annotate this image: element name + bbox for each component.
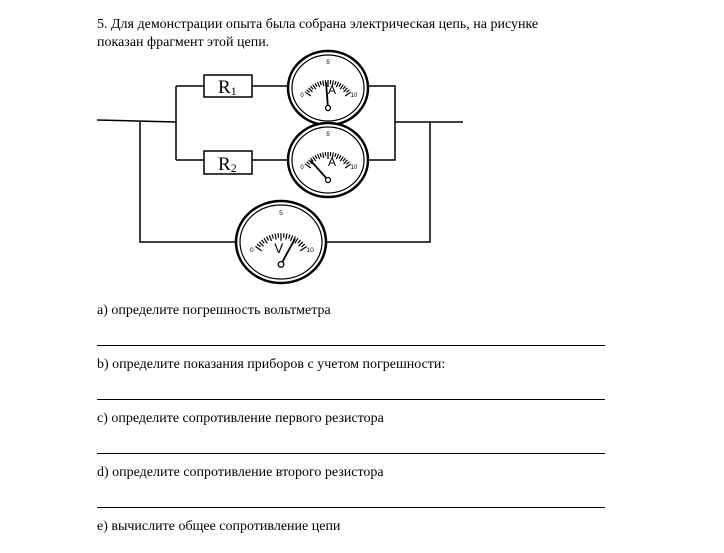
- scale-tick: [343, 159, 348, 165]
- scale-tick: [343, 87, 348, 93]
- scale-tick: [268, 235, 273, 242]
- scale-tick: [344, 91, 352, 97]
- scale-label-10: 10: [306, 247, 314, 254]
- scale-tick: [306, 89, 311, 93]
- resistor-label: R: [218, 77, 231, 98]
- answer-line-b[interactable]: [97, 399, 605, 400]
- meter-needle: [325, 82, 329, 109]
- meter-needle: [309, 160, 329, 181]
- scale-tick: [339, 84, 344, 90]
- scale-tick: [334, 152, 337, 158]
- resistor-r2: R2: [203, 150, 253, 175]
- scale-tick: [344, 163, 352, 169]
- scale-tick: [308, 87, 313, 93]
- scale-label-5: 5: [279, 210, 283, 217]
- scale-tick: [316, 153, 321, 160]
- resistor-r1: R1: [203, 74, 253, 98]
- scale-label-5: 5: [326, 132, 330, 138]
- scale-tick: [261, 239, 265, 244]
- scale-tick: [342, 85, 346, 90]
- answer-line-d[interactable]: [97, 507, 605, 508]
- needle-pivot: [324, 104, 332, 112]
- meter-inner-rim: [291, 126, 365, 194]
- scale-tick: [314, 154, 318, 159]
- scale-tick: [312, 84, 317, 90]
- scale-tick: [335, 153, 340, 160]
- question-c: c) определите сопротивление первого рези…: [97, 411, 384, 426]
- scale-tick: [331, 152, 334, 159]
- scale-tick: [314, 82, 318, 87]
- meter-needle: [280, 238, 296, 265]
- resistor-label: R: [218, 154, 231, 175]
- scale-tick: [288, 234, 291, 239]
- scale-tick: [312, 156, 317, 162]
- scale-tick: [285, 233, 288, 240]
- ammeter-2: 5 0 10 A: [286, 121, 370, 199]
- scale-tick: [345, 89, 350, 93]
- scale-tick: [265, 236, 270, 241]
- scale-label-10: 10: [351, 165, 358, 171]
- meter-unit-symbol: A: [328, 83, 336, 97]
- scale-label-0: 0: [300, 93, 304, 99]
- scale-label-5: 5: [326, 60, 330, 66]
- voltmeter: 5 0 10 V: [234, 199, 328, 285]
- scale-tick: [319, 152, 322, 158]
- scale-tick: [256, 243, 261, 248]
- scale-tick: [304, 163, 312, 169]
- scale-tick: [299, 245, 308, 252]
- scale-tick: [335, 81, 340, 88]
- scale-label-0: 0: [250, 247, 254, 254]
- scale-tick: [289, 235, 294, 242]
- scale-tick: [297, 239, 301, 244]
- scale-tick: [258, 241, 264, 247]
- answer-line-a[interactable]: [97, 345, 605, 346]
- task-text-line-1: 5. Для демонстрации опыта была собрана э…: [97, 17, 539, 32]
- scale-tick: [338, 154, 342, 159]
- scale-tick: [316, 81, 321, 88]
- meter-unit-symbol: A: [328, 155, 336, 169]
- circuit-wires: [96, 85, 463, 243]
- scale-tick: [298, 241, 304, 247]
- question-b: b) определите показания приборов с учето…: [97, 357, 446, 372]
- scale-tick: [322, 80, 325, 87]
- meter-inner-rim: [239, 204, 323, 280]
- scale-tick: [310, 157, 314, 162]
- scale-tick: [304, 91, 312, 97]
- svg-text:R1: R1: [218, 77, 237, 98]
- meter-outer-rim: [234, 199, 328, 285]
- scale-tick: [322, 152, 325, 159]
- scale-tick: [319, 80, 322, 86]
- task-text-line-2: показан фрагмент этой цепи.: [97, 35, 270, 50]
- meter-outer-rim: [286, 121, 370, 199]
- scale-tick: [301, 243, 306, 248]
- scale-label-0: 0: [300, 165, 304, 171]
- needle-pivot: [324, 176, 332, 184]
- scale-tick: [338, 82, 342, 87]
- scale-tick: [342, 157, 346, 162]
- meter-inner-rim: [291, 54, 365, 122]
- scale-tick: [310, 85, 314, 90]
- needle-pivot: [277, 260, 285, 268]
- scale-tick: [334, 80, 337, 86]
- scale-tick: [306, 161, 311, 165]
- svg-text:R2: R2: [218, 154, 237, 175]
- scale-tick: [274, 233, 277, 240]
- ammeter-1: 5 0 10 A: [286, 49, 370, 127]
- question-a: a) определите погрешность вольтметра: [97, 303, 331, 318]
- meter-unit-symbol: V: [274, 241, 283, 256]
- question-e: e) вычислите общее сопротивление цепи: [97, 519, 341, 534]
- scale-label-10: 10: [351, 93, 358, 99]
- resistor-subscript: 2: [231, 161, 237, 175]
- scale-tick: [339, 156, 344, 162]
- scale-tick: [271, 234, 274, 239]
- scale-tick: [294, 237, 299, 244]
- answer-line-c[interactable]: [97, 453, 605, 454]
- scale-tick: [345, 161, 350, 165]
- resistor-subscript: 1: [231, 84, 237, 98]
- question-d: d) определите сопротивление второго рези…: [97, 465, 384, 480]
- scale-tick: [254, 245, 263, 252]
- scale-tick: [331, 80, 334, 87]
- scale-tick: [263, 237, 268, 244]
